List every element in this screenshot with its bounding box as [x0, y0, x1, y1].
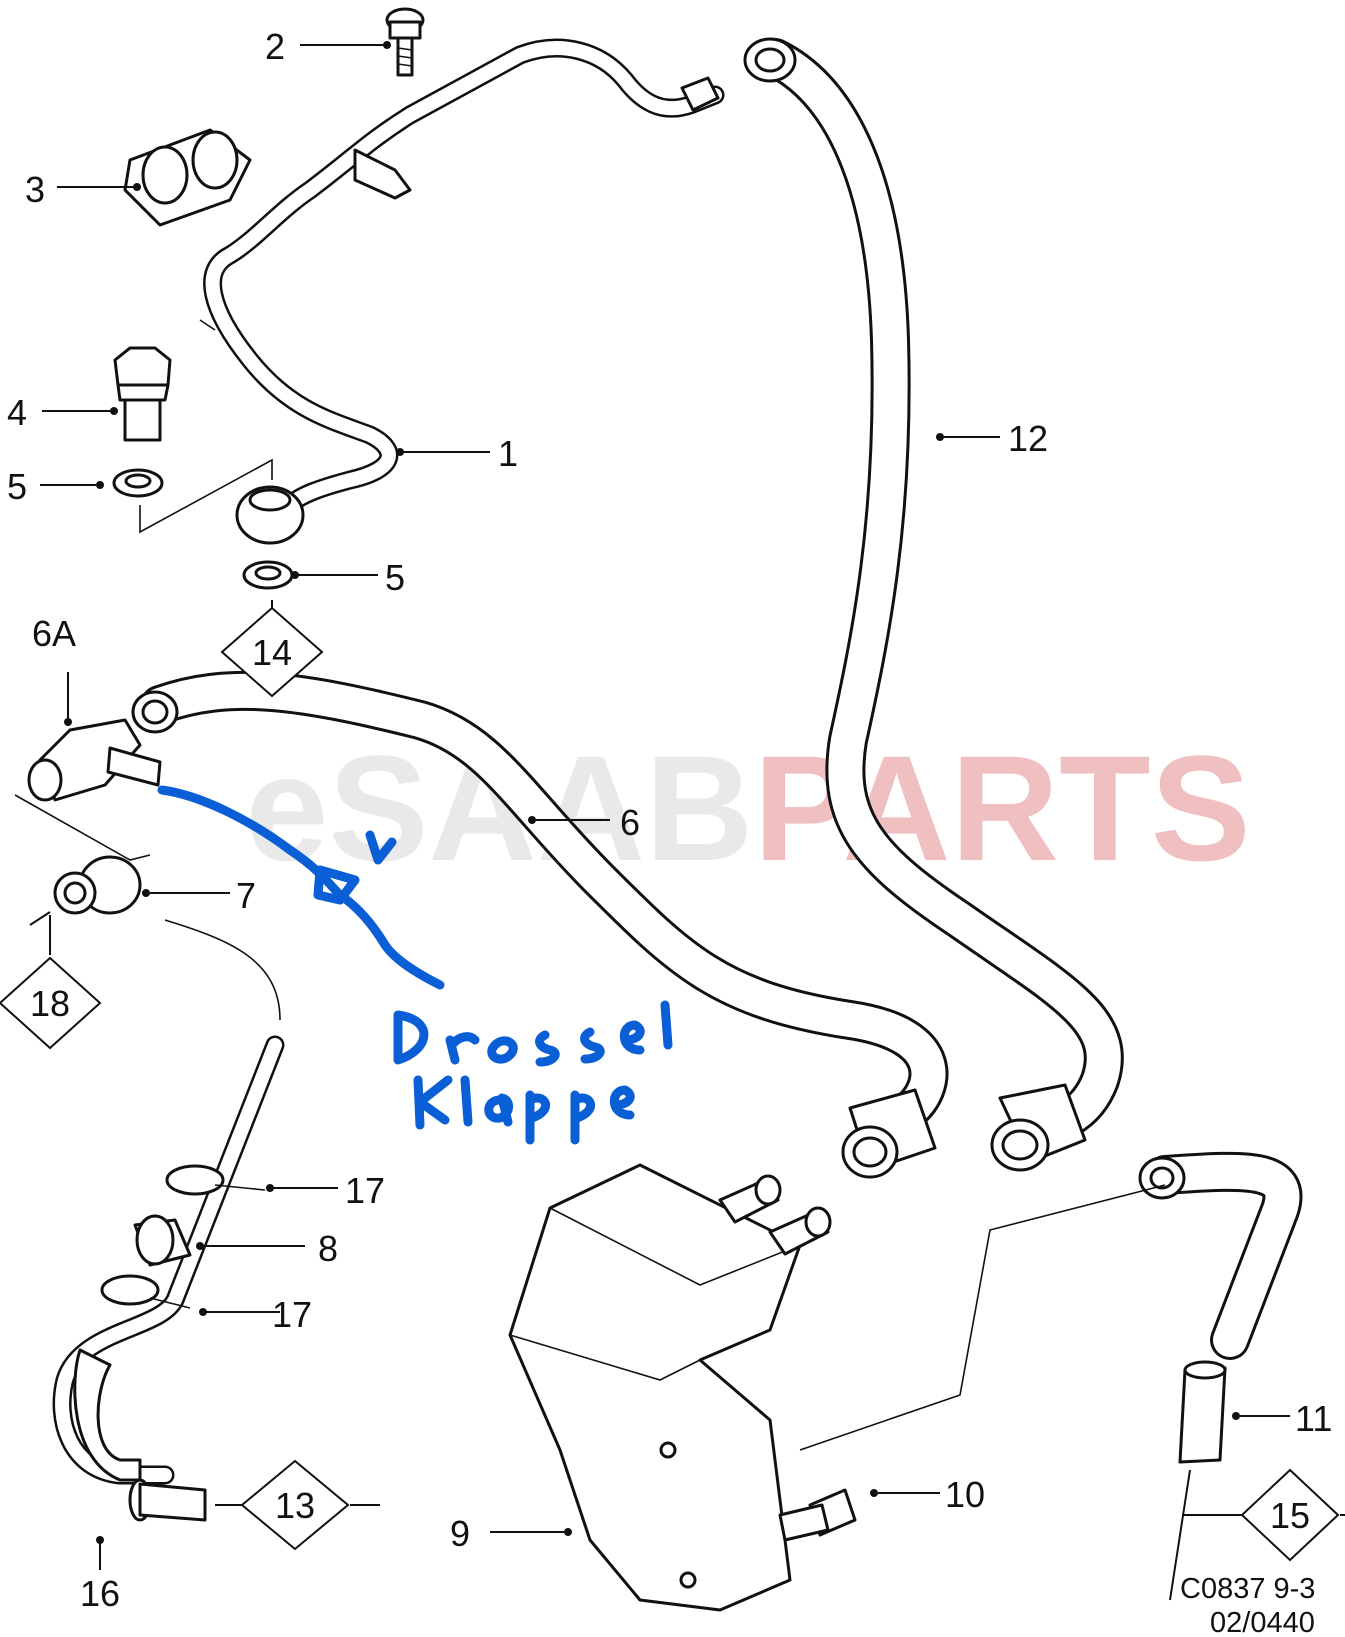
reference-15-label: 15	[1270, 1495, 1310, 1536]
callout-3: 3	[25, 169, 45, 210]
clamp-17-upper	[165, 1164, 266, 1196]
seal-5-lower	[242, 560, 294, 590]
callout-9: 9	[450, 1513, 470, 1554]
callout-2: 2	[265, 26, 285, 67]
reference-13: 13	[240, 1459, 350, 1551]
seal-5-upper	[112, 468, 164, 498]
hose-11	[1138, 1151, 1303, 1464]
callout-10: 10	[945, 1474, 985, 1515]
callout-4: 4	[7, 392, 27, 433]
reference-14-label: 14	[252, 632, 292, 673]
handwritten-annotation	[157, 785, 673, 1145]
hose-6	[131, 670, 949, 1179]
reference-15: 15	[1240, 1468, 1340, 1562]
watermark: eSAABPARTS	[245, 724, 1251, 892]
grommet-7	[53, 855, 142, 915]
reference-18-label: 18	[30, 983, 70, 1024]
reference-18: 18	[0, 956, 102, 1050]
handwritten-word-klappe	[413, 1075, 635, 1145]
callout-5-lower: 5	[385, 557, 405, 598]
pipe-1	[199, 38, 725, 545]
hose-12	[743, 37, 1124, 1172]
callout-11: 11	[1295, 1398, 1332, 1439]
check-valve-8	[133, 1214, 192, 1267]
callout-17-upper: 17	[345, 1170, 385, 1211]
callout-labels: 2 3 4 5 1 5 6A 6 7 12 17 8 17 9 10 11 16	[7, 26, 1332, 1614]
callout-6a: 6A	[32, 613, 76, 654]
handwritten-arrow-line	[157, 785, 445, 990]
bolt-4	[113, 346, 172, 442]
bolt-10	[778, 1488, 857, 1542]
drawing-code-line2: 02/0440	[1210, 1607, 1315, 1637]
callout-17-lower: 17	[272, 1294, 312, 1335]
valve-6a	[27, 718, 162, 802]
clamp-17-lower	[100, 1274, 191, 1309]
callout-1: 1	[498, 433, 518, 474]
leader-lines	[29, 41, 1345, 1601]
hose-16	[52, 919, 285, 1522]
reference-14: 14	[220, 606, 324, 698]
callout-5-upper: 5	[7, 466, 27, 507]
handwritten-knot	[313, 865, 360, 905]
handwritten-word-drossel	[393, 1000, 673, 1067]
callout-6: 6	[620, 802, 640, 843]
drawing-code-line1: C0837 9-3	[1180, 1573, 1315, 1605]
clip-3	[123, 128, 252, 227]
reservoir-9	[508, 1163, 832, 1612]
screw-2	[385, 7, 425, 77]
reference-13-label: 13	[275, 1485, 315, 1526]
callout-7: 7	[236, 875, 256, 916]
callout-8: 8	[318, 1228, 338, 1269]
callout-12: 12	[1008, 418, 1048, 459]
handwritten-mark-v	[365, 830, 397, 865]
callout-16: 16	[80, 1573, 120, 1614]
